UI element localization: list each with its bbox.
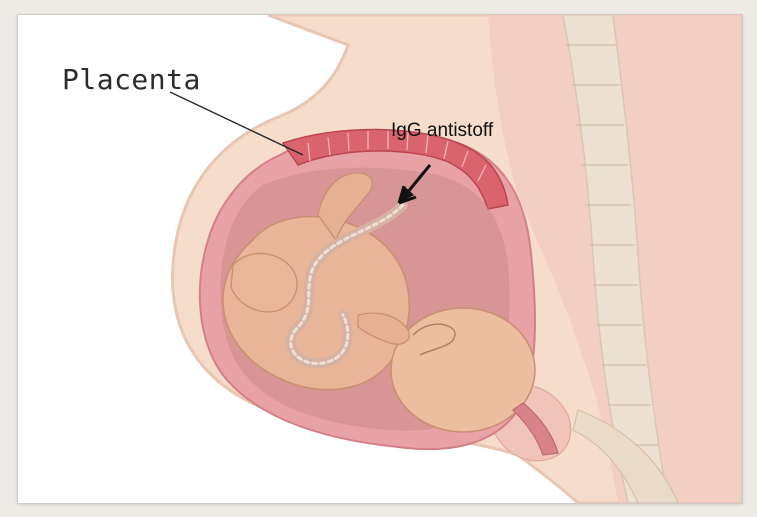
fetus-head — [391, 308, 535, 432]
igg-antibody-label: IgG antistoff — [391, 120, 493, 142]
placenta-label: Placenta — [62, 63, 201, 96]
illustration-frame: Placenta IgG antistoff — [17, 14, 743, 504]
